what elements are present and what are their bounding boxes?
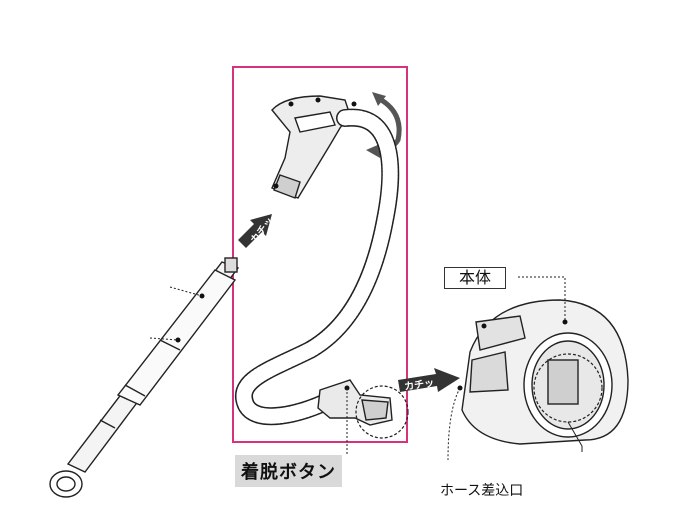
vacuum-body: [461, 299, 629, 445]
wand-point-2: [175, 337, 181, 343]
hose-ribs: [236, 110, 398, 424]
inlet-highlight-circle: [533, 353, 603, 423]
rotate-arrow-head-top: [372, 92, 386, 106]
body-point-main: [562, 319, 568, 325]
grip-point-3: [273, 183, 279, 189]
hose-inlet-label: ホース差込口: [440, 483, 524, 499]
main-body-label: 本体: [444, 267, 507, 289]
hose-frame: [232, 66, 408, 443]
connector-highlight-circle: [355, 385, 409, 439]
main-body-leader: [518, 276, 566, 322]
detach-button-label: 着脱ボタン: [235, 455, 342, 487]
grip-point-1: [288, 101, 294, 107]
grip-point-2: [315, 97, 321, 103]
click-arrow-right: [398, 368, 460, 392]
grip-point-4: [351, 101, 357, 107]
hose-grip: [271, 95, 351, 199]
hose-inlet-leader: [447, 387, 461, 461]
wand-point-1: [199, 293, 205, 299]
wand-leader-lines: [149, 286, 203, 341]
extension-wand: [49, 257, 240, 498]
body-point-top: [481, 323, 487, 329]
click-arrow-top: [238, 214, 272, 248]
hose-connector: [317, 379, 393, 426]
inlet-right-leader: [567, 421, 583, 452]
rotate-arrow-head-bottom: [366, 144, 380, 158]
